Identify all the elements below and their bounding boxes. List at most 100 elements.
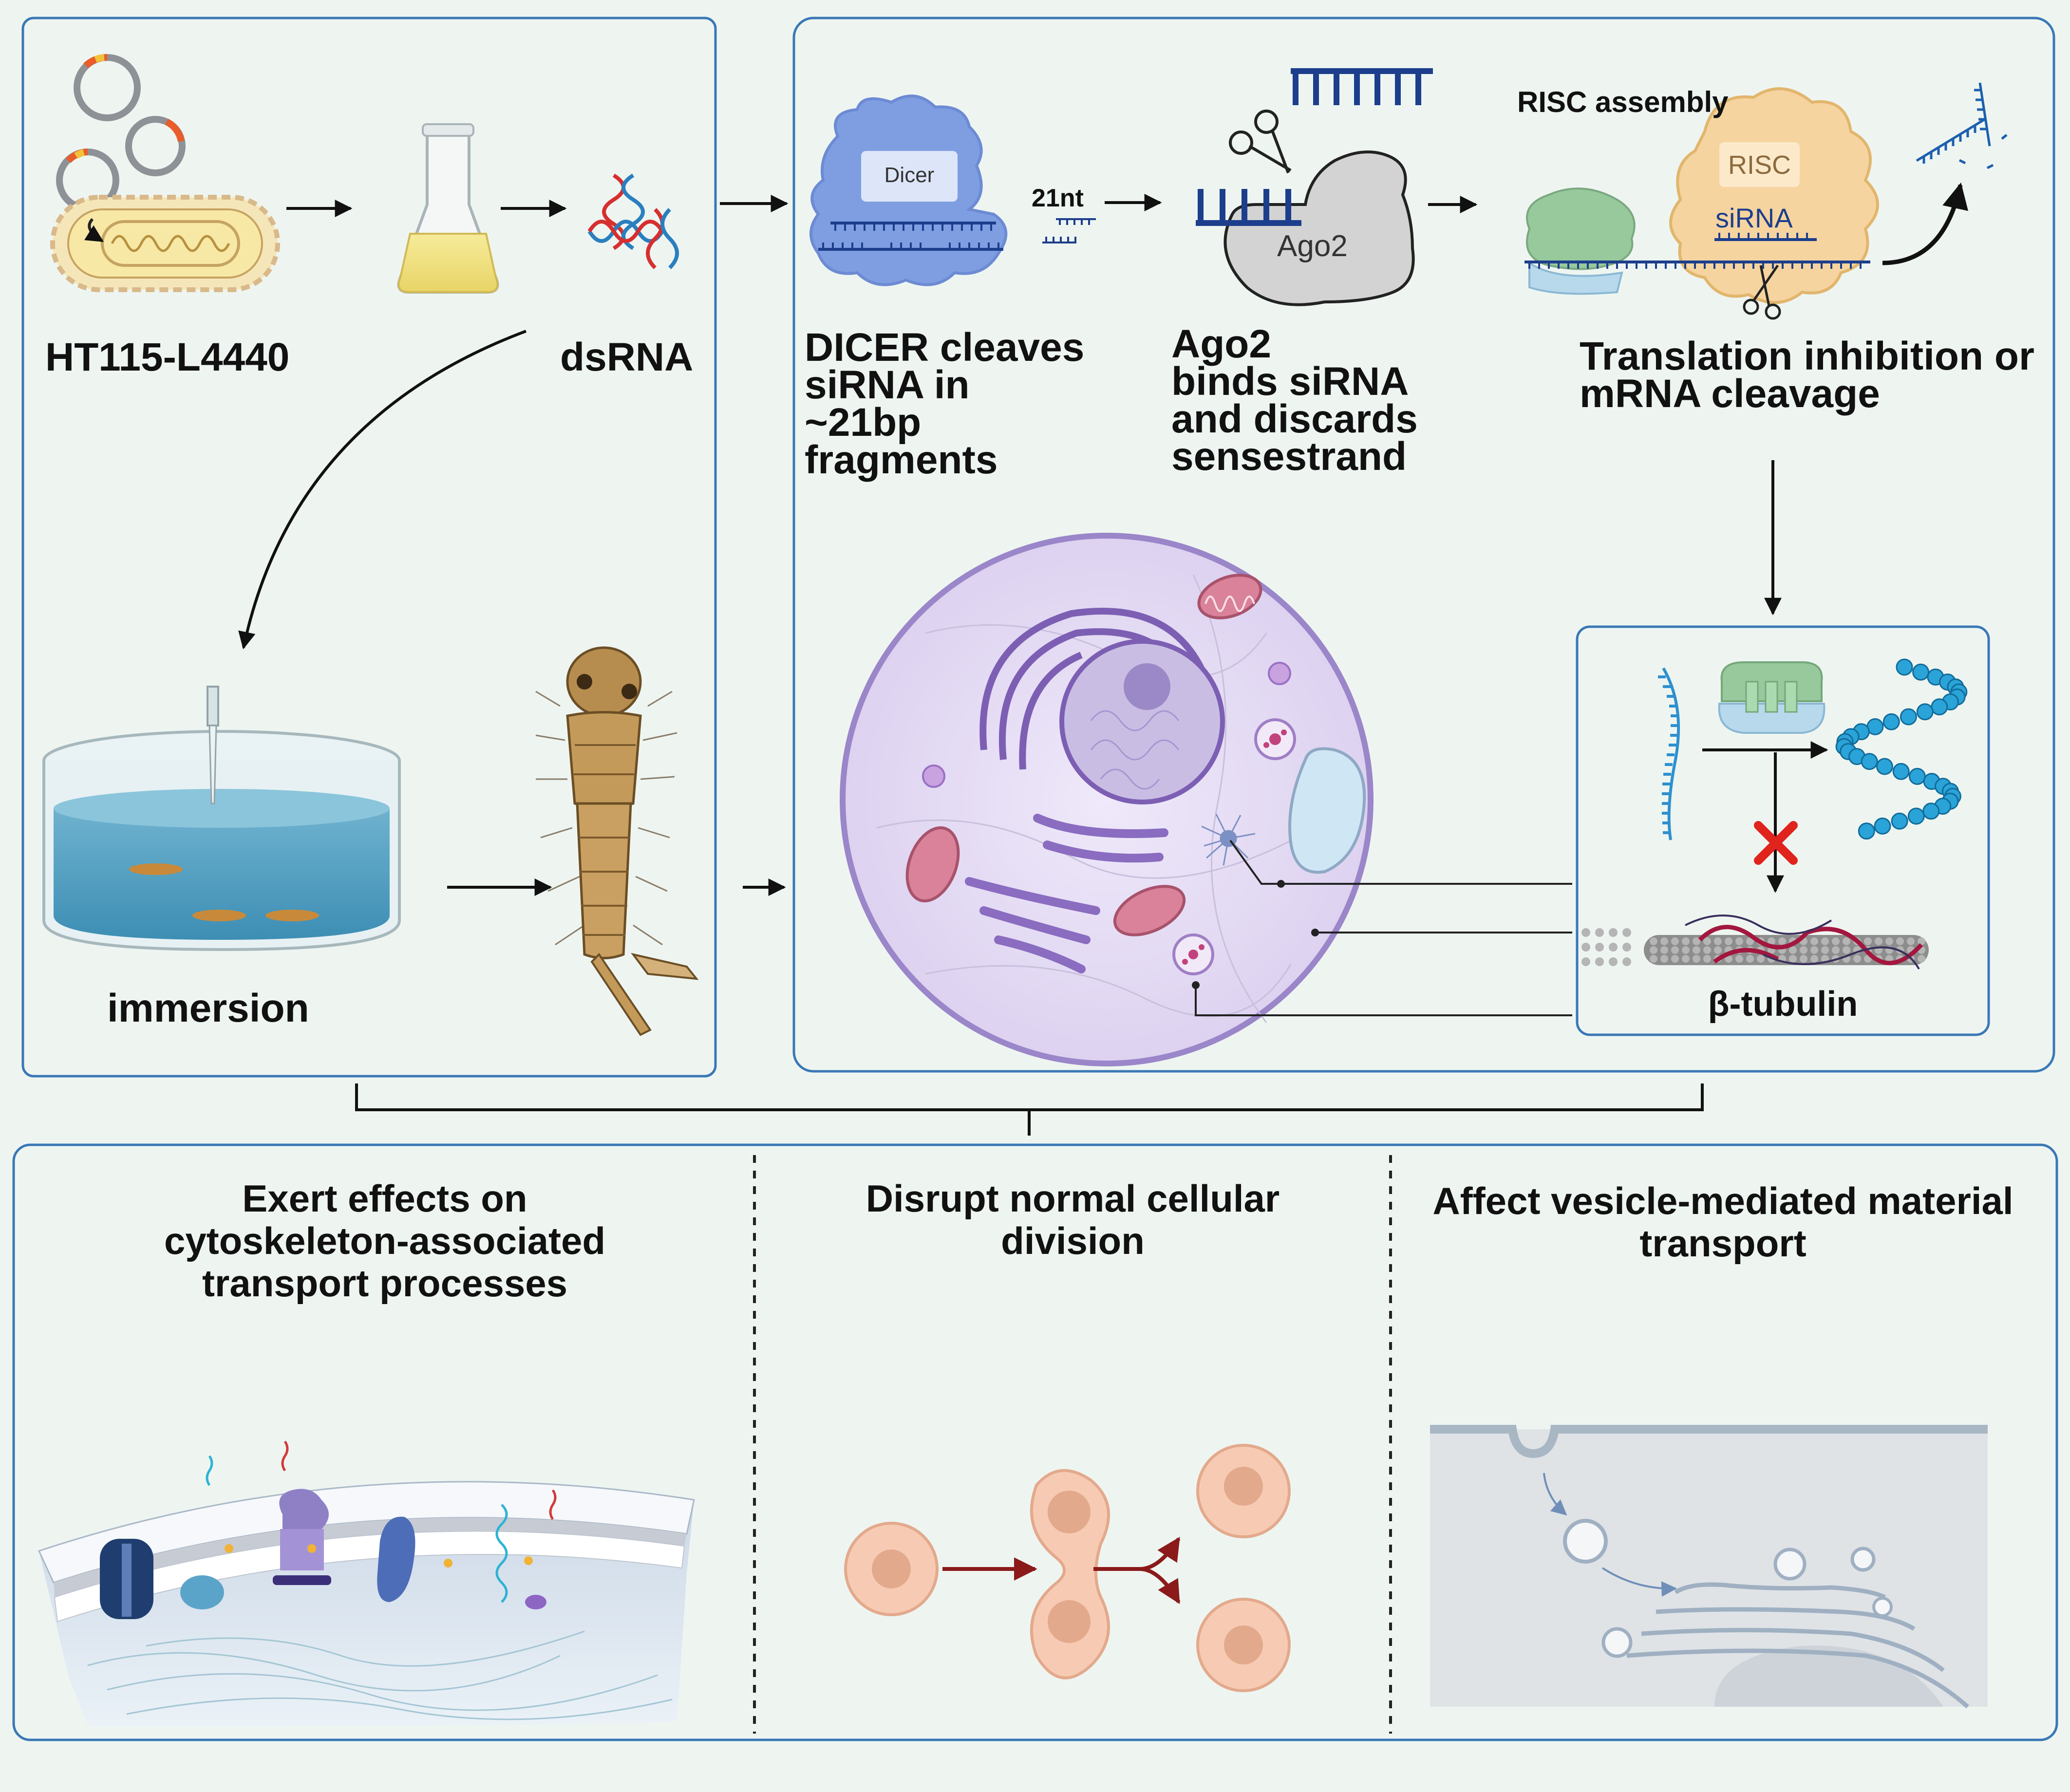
- risc-title: RISC assembly: [1517, 86, 1729, 118]
- bacteria-label: HT115-L4440: [45, 335, 290, 379]
- tubulin-subunit: [1671, 937, 1679, 945]
- plasmid-icon: [56, 54, 186, 212]
- tubulin-subunit: [1875, 937, 1882, 945]
- dicer-icon: [809, 94, 1008, 286]
- tubulin-subunit: [1864, 937, 1872, 945]
- tubulin-subunit: [1907, 937, 1915, 945]
- tubulin-subunit: [1693, 955, 1700, 963]
- tubulin-subunit: [1682, 937, 1690, 945]
- ago2-icon: [1196, 150, 1415, 306]
- tubulin-subunit: [1693, 937, 1700, 945]
- tubulin-subunit: [1757, 955, 1765, 963]
- dicer-fragment-label: 21nt: [1032, 184, 1084, 212]
- cleaved-mrna-icon: [1916, 82, 2008, 169]
- dicer-caption-line: DICER cleaves: [805, 325, 1085, 370]
- free-tubulin-dimer: [1595, 943, 1604, 952]
- tubulin-subunit: [1918, 955, 1925, 963]
- free-tubulin-dimer: [1609, 957, 1618, 966]
- tubulin-subunit: [1821, 937, 1829, 945]
- mitochondria-icon: [905, 574, 1262, 936]
- tubulin-subunit: [1832, 937, 1840, 945]
- protein-bead: [1922, 803, 1940, 820]
- tubulin-subunit: [1660, 955, 1668, 963]
- tubulin-subunit: [1843, 946, 1850, 954]
- protein-chain-icon: [1835, 658, 1968, 840]
- protein-bead: [1892, 763, 1910, 780]
- tubulin-subunit: [1746, 955, 1754, 963]
- microtubule-icon: [1581, 915, 1929, 970]
- arrow-risc-cleaved: [1882, 182, 1968, 265]
- tubulin-subunit: [1810, 946, 1818, 954]
- dicer-caption-line: fragments: [805, 438, 998, 482]
- effect-line: Exert effects on: [242, 1177, 527, 1220]
- effect-line: transport processes: [202, 1262, 567, 1305]
- protein-bead: [1882, 713, 1900, 730]
- effect-line: Affect vesicle-mediated material: [1432, 1179, 2014, 1222]
- tubulin-subunit: [1682, 955, 1690, 963]
- tubulin-subunit: [1832, 946, 1840, 954]
- sirna-fragment-icon: [1042, 218, 1096, 243]
- callout-lines: [1195, 840, 1572, 1016]
- tubulin-subunit: [1810, 937, 1818, 945]
- tubulin-subunit: [1703, 946, 1711, 954]
- dicer-protein-label: Dicer: [884, 163, 935, 187]
- protein-bead: [1931, 698, 1948, 716]
- effect-line: transport: [1639, 1222, 1807, 1265]
- tubulin-subunit: [1703, 955, 1711, 963]
- blocked-cross-icon: [1754, 821, 1798, 865]
- free-tubulin-dimer: [1595, 928, 1604, 937]
- tubulin-subunit: [1800, 946, 1807, 954]
- dsrna-label: dsRNA: [560, 335, 694, 379]
- free-tubulin-dimer: [1595, 957, 1604, 966]
- tubulin-subunit: [1853, 955, 1861, 963]
- tubulin-subunit: [1650, 946, 1657, 954]
- protein-bead: [1896, 658, 1913, 676]
- protein-bead: [1858, 822, 1875, 840]
- tubulin-subunit: [1671, 955, 1679, 963]
- tubulin-subunit: [1714, 946, 1722, 954]
- ago2-protein-label: Ago2: [1277, 229, 1348, 263]
- ribosome-icon: [1718, 661, 1825, 734]
- immersion-label: immersion: [107, 986, 309, 1030]
- tubulin-subunit: [1735, 955, 1743, 963]
- protein-bead: [1874, 817, 1891, 835]
- dsrna-icon: [587, 173, 679, 269]
- scissors-icon: [1229, 110, 1292, 174]
- risc-caption-line: mRNA cleavage: [1580, 372, 1880, 416]
- ago2-caption-line: sensestrand: [1171, 434, 1407, 479]
- dicer-caption-line: ~21bp: [805, 400, 922, 445]
- dicer-caption: DICER cleaves siRNA in ~21bp fragments: [805, 325, 1085, 482]
- tubulin-subunit: [1789, 946, 1797, 954]
- tubulin-label: β-tubulin: [1708, 985, 1858, 1024]
- tubulin-subunit: [1650, 937, 1657, 945]
- tubulin-subunit: [1746, 937, 1754, 945]
- free-tubulin-dimer: [1581, 957, 1590, 966]
- tubulin-subunit: [1703, 937, 1711, 945]
- tubulin-subunit: [1800, 955, 1807, 963]
- tubulin-subunit: [1725, 937, 1732, 945]
- free-tubulin-dimer: [1622, 943, 1631, 952]
- risc-icon: [1524, 87, 1879, 320]
- ago2-caption: Ago2 binds siRNA and discards sensestran…: [1171, 322, 1418, 479]
- tubulin-subunit: [1789, 955, 1797, 963]
- membrane-icon: [38, 1440, 695, 1726]
- vacuole-icon: [1288, 747, 1366, 874]
- protein-bead: [1907, 807, 1925, 825]
- free-tubulin-dimer: [1622, 957, 1631, 966]
- tubulin-subunit: [1714, 937, 1722, 945]
- effect-line: cytoskeleton-associated: [164, 1219, 606, 1262]
- sense-strand-icon: [1291, 68, 1433, 105]
- risc-caption: Translation inhibition or mRNA cleavage: [1580, 336, 2034, 416]
- ago2-caption-line: Ago2: [1171, 322, 1271, 366]
- protein-bead: [1912, 663, 1930, 681]
- protein-bead: [1908, 767, 1926, 785]
- effect-line: Disrupt normal cellular: [866, 1177, 1280, 1220]
- beaker-icon: [42, 686, 401, 952]
- cell-icon: [840, 533, 1374, 1066]
- free-tubulin-dimer: [1622, 928, 1631, 937]
- bacterium-icon: [50, 195, 280, 292]
- tubulin-subunit: [1896, 937, 1904, 945]
- effect-cytoskeleton: Exert effects on cytoskeleton-associated…: [44, 1177, 726, 1305]
- free-tubulin-dimer: [1609, 943, 1618, 952]
